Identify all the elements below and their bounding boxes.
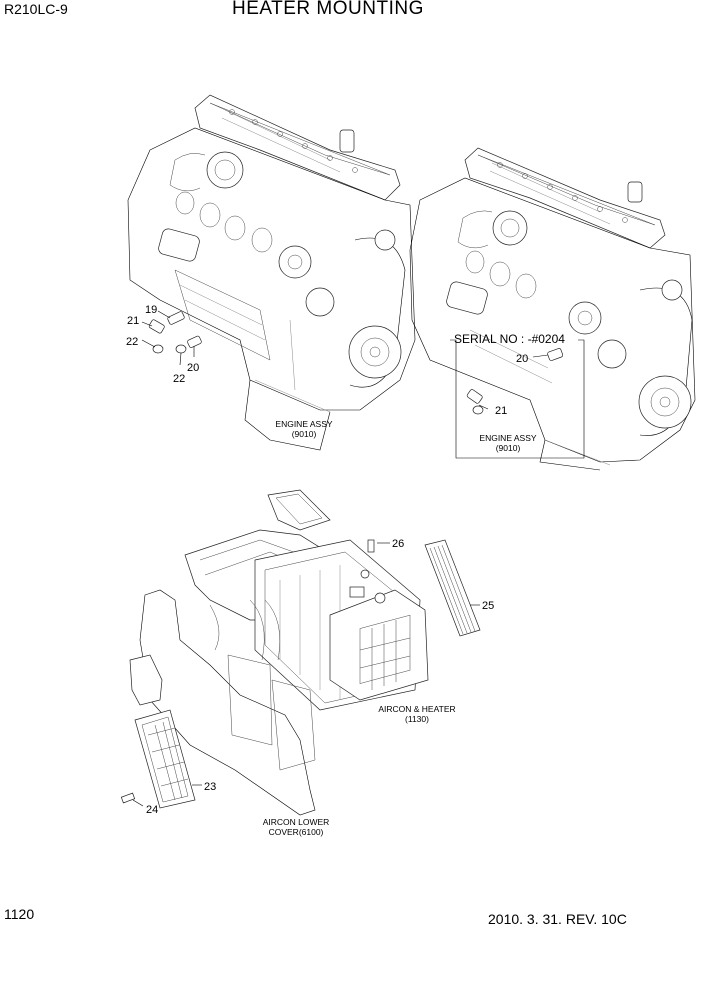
screw-24	[120, 792, 144, 807]
caption-engine-assy-right: ENGINE ASSY	[479, 433, 536, 443]
serial-number-note: SERIAL NO : -#0204	[454, 332, 565, 346]
callout-25: 25	[482, 600, 494, 612]
engine-assy-left	[127, 94, 416, 451]
callout-19: 19	[145, 304, 157, 316]
callout-23: 23	[204, 781, 216, 793]
callout-22: 22	[126, 336, 138, 348]
revision-date: 2010. 3. 31. REV. 10C	[488, 911, 627, 927]
model-code: R210LC-9	[4, 1, 68, 17]
caption-aircon-lower-cover-ref: COVER(6100)	[269, 827, 324, 837]
callout-24: 24	[146, 804, 158, 816]
caption-engine-assy-left-ref: (9010)	[292, 429, 317, 439]
aircon-heater-assy	[184, 489, 429, 711]
caption-engine-assy-left: ENGINE ASSY	[275, 419, 332, 429]
grille-23	[134, 709, 202, 809]
filter-25	[424, 539, 481, 637]
caption-aircon-heater-ref: (1130)	[405, 714, 429, 724]
page-title: HEATER MOUNTING	[232, 0, 424, 19]
engine-assy-right	[409, 147, 696, 471]
caption-aircon-lower-cover: AIRCON LOWER	[263, 817, 330, 827]
callout-21: 21	[495, 405, 507, 417]
callout-22: 22	[173, 373, 185, 385]
callout-26: 26	[392, 538, 404, 550]
callout-20: 20	[516, 353, 528, 365]
caption-aircon-heater: AIRCON & HEATER	[378, 704, 455, 714]
caption-engine-assy-right-ref: (9010)	[496, 443, 521, 453]
callout-20: 20	[187, 362, 199, 374]
callout-21: 21	[127, 315, 139, 327]
page-number: 1120	[4, 906, 35, 922]
